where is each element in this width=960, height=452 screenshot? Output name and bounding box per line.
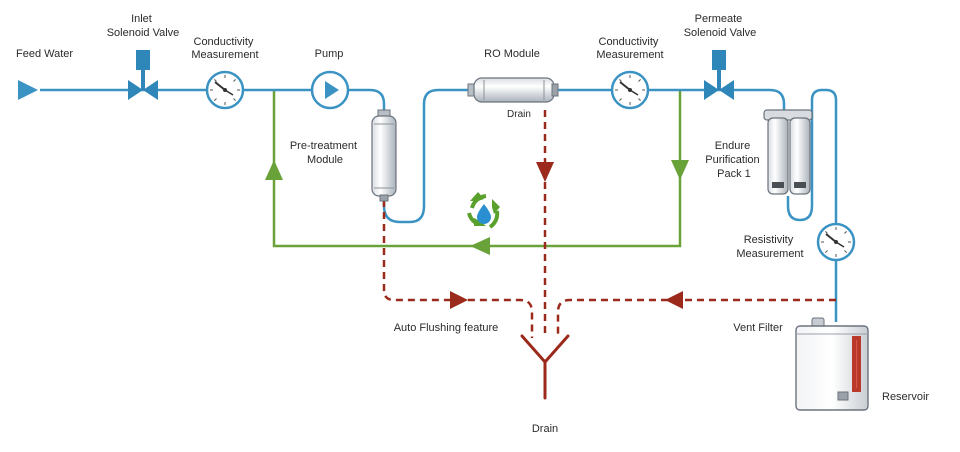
gauge-icon: [205, 70, 245, 110]
inlet-valve-label: Inlet Solenoid Valve: [107, 13, 180, 39]
conductivity-label-2: Conductivity Measurement: [596, 36, 663, 61]
conductivity-label-1: Conductivity Measurement: [191, 36, 258, 61]
recycle-arrow-up: [265, 160, 283, 180]
auto-flushing-label: Auto Flushing feature: [394, 322, 499, 334]
reservoir-tank: [795, 317, 869, 411]
solenoid-valve-icon: [704, 50, 734, 100]
play-arrow-icon: [18, 80, 38, 100]
purification-pack-label: Endure Purification Pack 1: [705, 140, 762, 180]
water-drop-icon: [477, 204, 491, 224]
drain-arrow-left: [665, 291, 683, 309]
pretreatment-module: [371, 109, 397, 202]
resistivity-label: Resistivity Measurement: [736, 234, 803, 260]
pump-label: Pump: [315, 48, 344, 60]
recycle-arrow-down: [671, 160, 689, 180]
reservoir-label: Reservoir: [882, 391, 929, 403]
ro-module: [467, 77, 559, 103]
vent-filter-label: Vent Filter: [733, 322, 783, 334]
drain-arrow-right: [450, 291, 468, 309]
permeate-valve-label: Permeate Solenoid Valve: [684, 13, 757, 39]
main-drain-label: Drain: [532, 423, 558, 435]
feed-water-label: Feed Water: [16, 48, 73, 60]
recycle-arrow-left: [470, 237, 490, 255]
purification-pack: [763, 109, 813, 195]
gauge-icon: [610, 70, 650, 110]
drain-funnel: [520, 334, 570, 400]
ro-module-label: RO Module: [484, 48, 540, 60]
pump-icon: [310, 70, 350, 110]
ro-drain-label: Drain: [507, 109, 531, 120]
pretreatment-label: Pre-treatment Module: [290, 140, 360, 166]
gauge-icon: [816, 222, 856, 262]
drain-arrow-down: [536, 162, 554, 182]
solenoid-valve-icon: [128, 50, 158, 100]
water-line: [40, 88, 838, 322]
